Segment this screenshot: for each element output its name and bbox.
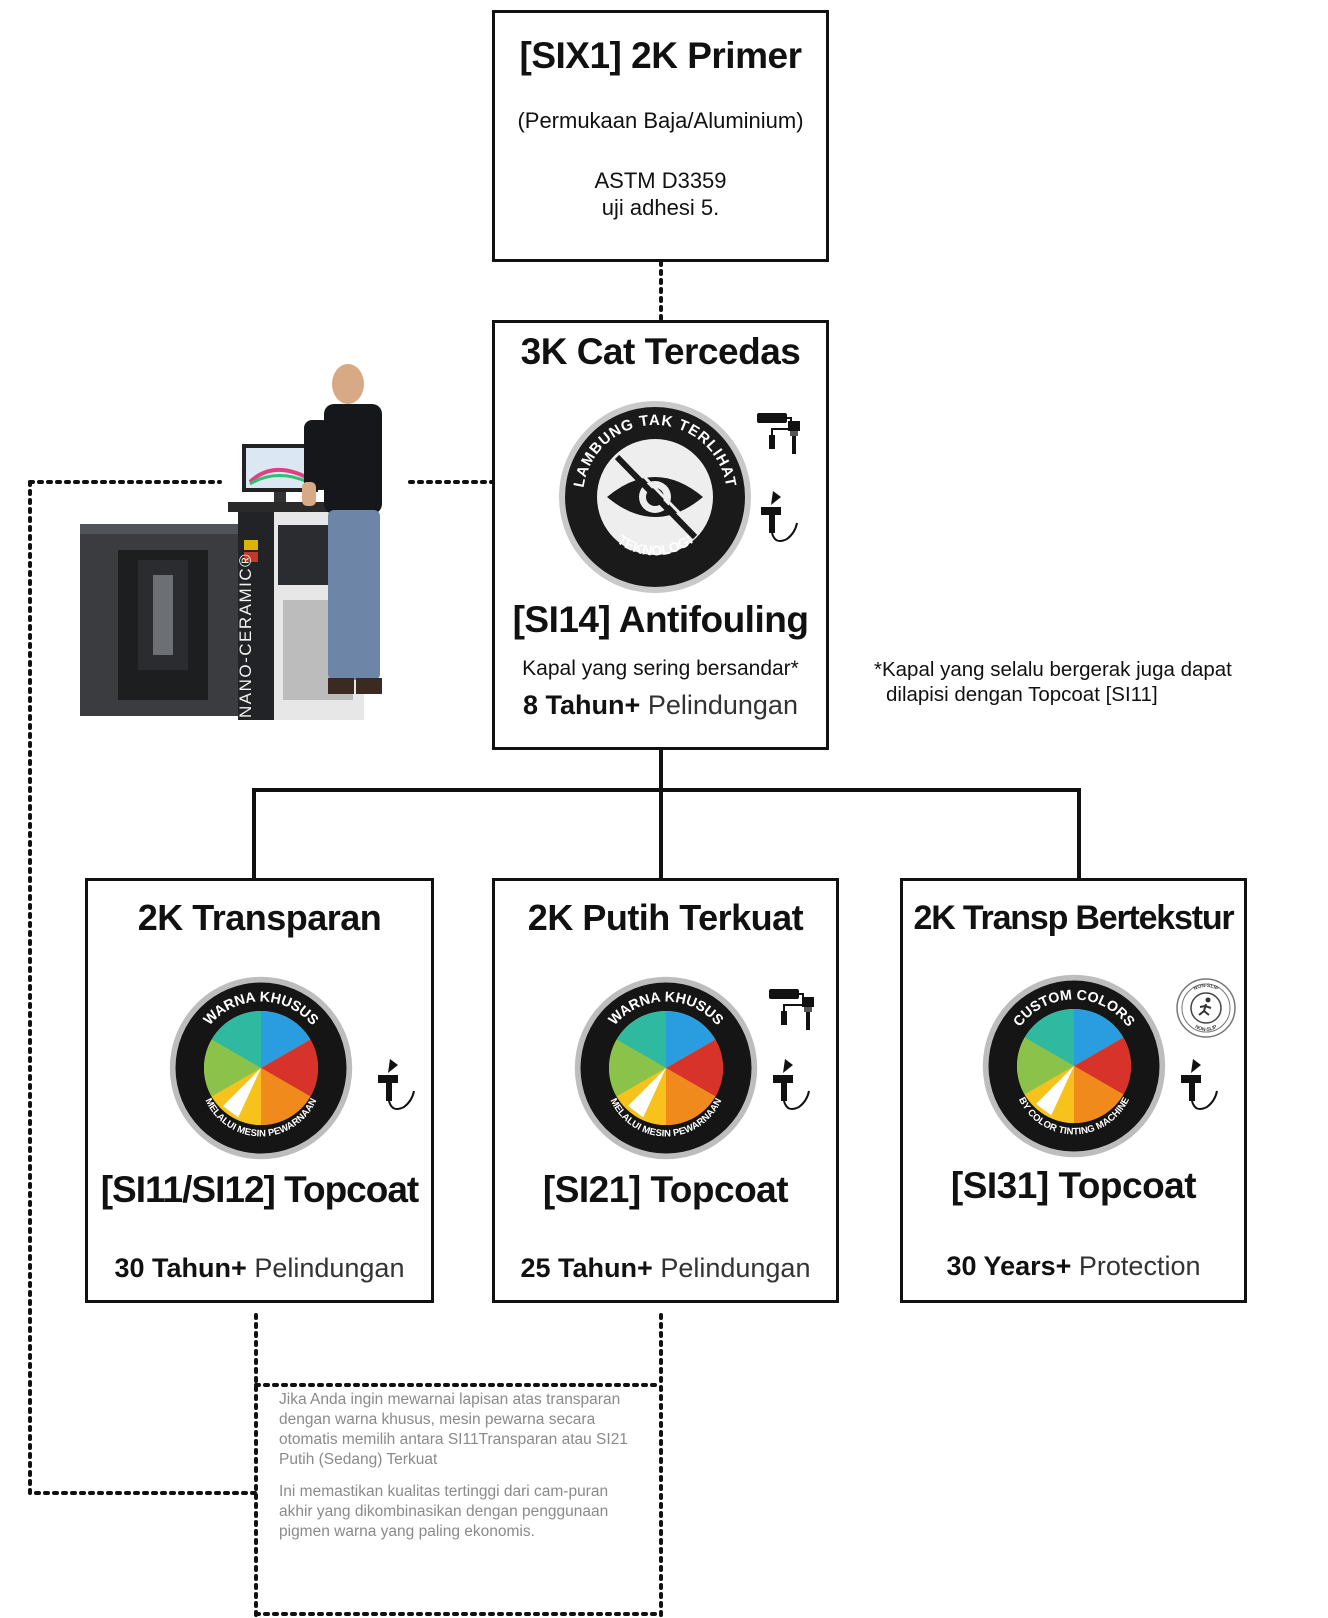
topcoat-product: [SI21] Topcoat [542,1169,789,1210]
side-note-line1: *Kapal yang selalu bergerak juga dapat [874,658,1232,681]
antifouling-usage: Kapal yang sering bersandar* [522,657,799,680]
non-slip-icon: NON-SLIP NON-SLIP [1176,978,1236,1038]
topcoat-product: [SI11/SI12] Topcoat [100,1169,420,1210]
info-note-para1: Jika Anda ingin mewarnai lapisan atas tr… [279,1391,628,1468]
topcoat-heading: 2K Transp Bertekstur [913,899,1235,937]
topcoat-protection-label: Protection [1078,1251,1201,1281]
primer-box: [SIX1] 2K Primer (Permukaan Baja/Alumini… [492,10,829,262]
topcoat-heading: 2K Putih Terkuat [527,897,804,938]
primer-surface: (Permukaan Baja/Aluminium) [517,108,804,133]
color-wheel-icon [1016,1009,1132,1123]
hidden-eye-icon [607,451,703,540]
antifouling-years: 8 Tahun+ [523,690,641,720]
antifouling-box: 3K Cat Tercedas LAMBUNG TAK TERLIHAT TEK… [492,320,829,750]
spray-gun-icon [1181,1059,1218,1110]
topcoat-years: 25 Tahun+ [520,1253,653,1283]
topcoat-heading: 2K Transparan [137,897,382,938]
topcoat-protection-label: Pelindungan [254,1253,405,1283]
topcoat-years: 30 Years+ [946,1251,1072,1281]
svg-text:NON-SLIP: NON-SLIP [1194,1024,1219,1033]
non-slip-bottom-text: NON-SLIP [1194,1024,1219,1033]
topcoat-protection-label: Pelindungan [660,1253,811,1283]
spray-gun-icon [378,1059,415,1110]
paint-brush-icon [802,997,814,1030]
antifouling-heading: 3K Cat Tercedas [520,331,801,372]
primer-adhesion: uji adhesi 5. [601,195,720,220]
color-wheel-icon [203,1011,319,1125]
spray-gun-icon [773,1059,810,1110]
info-note-para2: Ini memastikan kualitas tertinggi dari c… [279,1483,609,1540]
non-slip-top-text: NON-SLIP [1193,983,1220,992]
color-wheel-badge: WARNA KHUSUS MELALUI MESIN PEWARNAAN [574,976,758,1160]
primer-title: [SIX1] 2K Primer [519,35,802,76]
antifouling-protection-label: Pelindungan [647,690,798,720]
info-note: Jika Anda ingin mewarnai lapisan atas tr… [279,1390,639,1542]
machine-brand-label: NANO-CERAMIC® [236,552,255,718]
topcoat-protection: 30 Tahun+ Pelindungan [88,1253,431,1284]
color-wheel-badge: CUSTOM COLORS BY COLOR TINTING MACHINE [982,974,1166,1158]
svg-text:NON-SLIP: NON-SLIP [1193,983,1220,992]
primer-standard: ASTM D3359 [594,168,727,193]
antifouling-product: [SI14] Antifouling [512,599,809,640]
topcoat-box-putih: 2K Putih Terkuat WARNA KHUSUS MELALUI ME… [492,878,839,1303]
tinting-machine-illustration [80,364,382,720]
side-note: *Kapal yang selalu bergerak juga dapat d… [874,657,1232,707]
side-note-line2: dilapisi dengan Topcoat [SI11] [886,683,1158,706]
paint-brush-icon [788,421,800,454]
antifouling-protection: 8 Tahun+ Pelindungan [495,690,826,721]
topcoat-box-bertekstur: 2K Transp Bertekstur CUSTOM COLORS BY CO… [900,878,1247,1303]
topcoat-box-transparan: 2K Transparan WARNA KHUSUS MELALUI MESIN… [85,878,434,1303]
topcoat-protection: 25 Tahun+ Pelindungan [495,1253,836,1284]
hidden-eye-badge: LAMBUNG TAK TERLIHAT TEKNOLOGI [559,401,751,593]
topcoat-protection: 30 Years+ Protection [903,1251,1244,1282]
spray-gun-icon [761,491,798,542]
color-wheel-icon [608,1011,724,1125]
topcoat-years: 30 Tahun+ [114,1253,247,1283]
color-wheel-badge: WARNA KHUSUS MELALUI MESIN PEWARNAAN [169,976,353,1160]
topcoat-product: [SI31] Topcoat [950,1165,1197,1206]
